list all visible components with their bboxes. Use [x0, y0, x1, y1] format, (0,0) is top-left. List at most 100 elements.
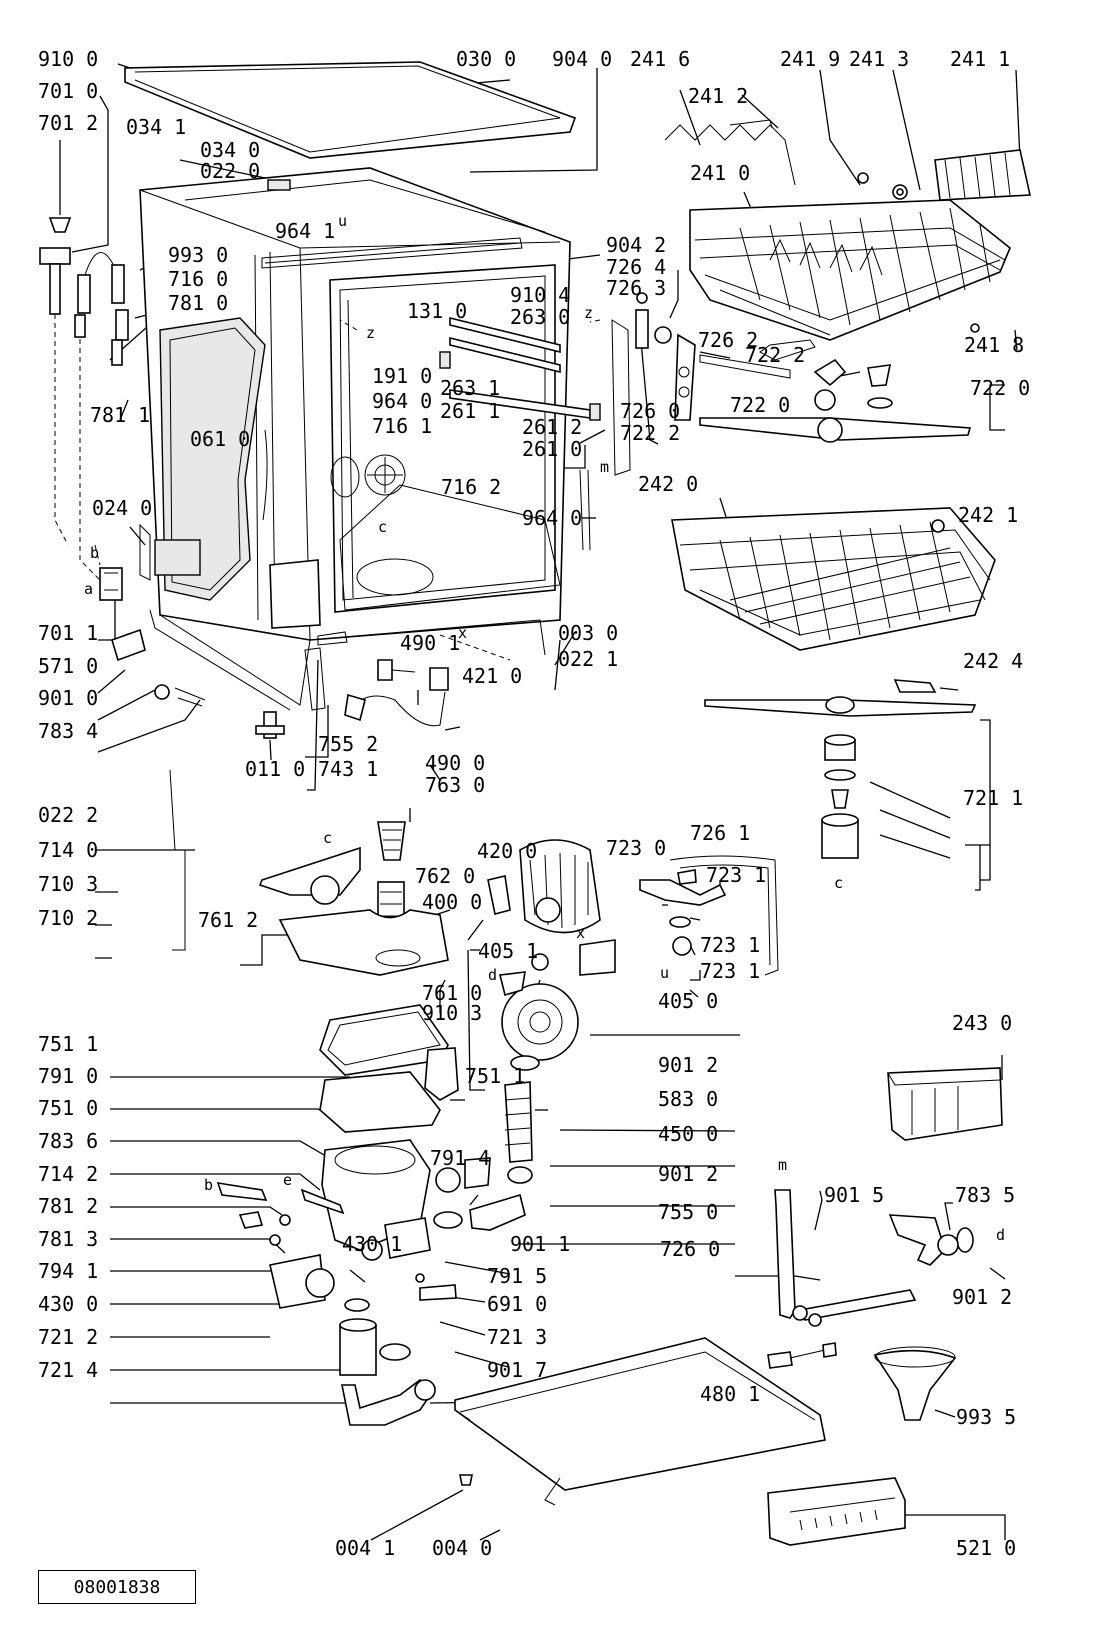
part-label: 710 3: [38, 872, 98, 896]
lower-spray-arm: [704, 696, 977, 859]
part-label: 480 1: [700, 1382, 760, 1406]
part-label: 726 3: [606, 276, 666, 300]
part-label: 061 0: [190, 427, 250, 451]
part-label: 910 0: [38, 47, 98, 71]
part-label: 714 0: [38, 838, 98, 862]
part-label: 726 0: [660, 1237, 720, 1261]
part-label: 763 0: [425, 773, 485, 797]
part-label: 405 1: [478, 939, 538, 963]
letter-c: c: [323, 829, 332, 847]
part-label: 243 0: [952, 1011, 1012, 1035]
part-label: 241 3: [849, 47, 909, 71]
part-label: 022 2: [38, 803, 98, 827]
part-label: 721 4: [38, 1358, 98, 1382]
part-label: 761 0: [422, 981, 482, 1005]
part-label: 964 1: [275, 219, 335, 243]
letter-m: m: [600, 458, 609, 476]
part-label: 904 2: [606, 233, 666, 257]
document-reference-number: 08001838: [38, 1570, 196, 1604]
part-label: 751 0: [38, 1096, 98, 1120]
part-label: 726 2: [698, 328, 758, 352]
part-label: 901 2: [658, 1053, 718, 1077]
upper-spray-arm: [635, 292, 972, 443]
part-label: 701 0: [38, 79, 98, 103]
part-label: 755 0: [658, 1200, 718, 1224]
part-label: 910 4: [510, 283, 570, 307]
part-label: 003 0: [558, 621, 618, 645]
part-label: 261 0: [522, 437, 582, 461]
part-label: 904 0: [552, 47, 612, 71]
part-label: 993 0: [168, 243, 228, 267]
part-label: 783 6: [38, 1129, 98, 1153]
part-label: 191 0: [372, 364, 432, 388]
letter-c: c: [834, 874, 843, 892]
part-label: 030 0: [456, 47, 516, 71]
part-label: 034 0: [200, 138, 260, 162]
part-label: 242 1: [958, 503, 1018, 527]
letter-b: b: [90, 544, 99, 562]
part-label: 716 0: [168, 267, 228, 291]
part-label: 901 0: [38, 686, 98, 710]
part-label: 405 0: [658, 989, 718, 1013]
letter-e: e: [283, 1171, 292, 1189]
part-label: 261 2: [522, 415, 582, 439]
part-label: 781 3: [38, 1227, 98, 1251]
inlet-hose-parts: [39, 217, 206, 707]
part-label: 583 0: [658, 1087, 718, 1111]
part-label: 716 2: [441, 475, 501, 499]
part-label: 710 2: [38, 906, 98, 930]
part-label: 241 1: [950, 47, 1010, 71]
letter-b: b: [204, 1176, 213, 1194]
part-label: 242 4: [963, 649, 1023, 673]
part-label: 721 2: [38, 1325, 98, 1349]
part-label: 691 0: [487, 1292, 547, 1316]
part-label: 781 2: [38, 1194, 98, 1218]
base-plate: [454, 1337, 906, 1546]
part-label: 791 4: [430, 1146, 490, 1170]
cabinet-assembly: [79, 61, 631, 739]
part-label: 571 0: [38, 654, 98, 678]
part-label: 022 1: [558, 647, 618, 671]
circulation-pump: [433, 839, 779, 1231]
part-label: 761 2: [198, 908, 258, 932]
part-label: 993 5: [956, 1405, 1016, 1429]
upper-basket: [664, 119, 1031, 341]
part-label: 726 4: [606, 255, 666, 279]
part-label: 131 0: [407, 299, 467, 323]
part-label: 421 0: [462, 664, 522, 688]
part-label: 241 8: [964, 333, 1024, 357]
salt-funnel: [873, 1346, 957, 1421]
part-label: 024 0: [92, 496, 152, 520]
part-label: 722 0: [970, 376, 1030, 400]
part-label: 723 0: [606, 836, 666, 860]
part-label: 964 0: [522, 506, 582, 530]
part-label: 721 3: [487, 1325, 547, 1349]
letter-u: u: [660, 964, 669, 982]
part-label: 751 1: [38, 1032, 98, 1056]
part-label: 794 1: [38, 1259, 98, 1283]
part-label: 726 0: [620, 399, 680, 423]
part-label: 723 1: [700, 959, 760, 983]
part-label: 723 1: [706, 863, 766, 887]
rinse-aid-dispenser: [887, 1067, 1003, 1141]
letter-a: a: [84, 580, 93, 598]
lower-basket: [671, 507, 996, 693]
part-label: 910 3: [422, 1001, 482, 1025]
part-label: 783 4: [38, 719, 98, 743]
letter-d: d: [488, 966, 497, 984]
part-label: 722 2: [620, 421, 680, 445]
part-label: 701 2: [38, 111, 98, 135]
letter-z: z: [366, 324, 375, 342]
part-label: 701 1: [38, 621, 98, 645]
part-label: 783 5: [955, 1183, 1015, 1207]
part-label: 755 2: [318, 732, 378, 756]
part-label: 263 0: [510, 305, 570, 329]
part-label: 261 1: [440, 399, 500, 423]
part-label: 241 9: [780, 47, 840, 71]
part-label: 241 6: [630, 47, 690, 71]
part-label: 714 2: [38, 1162, 98, 1186]
part-labels: 910 0 701 0 701 2 034 1 034 0 022 0 030 …: [38, 47, 1030, 1560]
part-label: 011 0: [245, 757, 305, 781]
part-label: 743 1: [318, 757, 378, 781]
